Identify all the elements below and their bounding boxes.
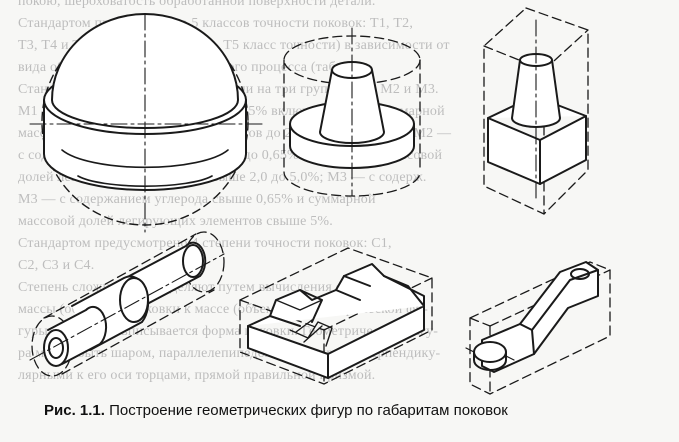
figure-caption: Рис. 1.1. Построение геометрических фигу… — [44, 402, 508, 419]
background-text-line: лярными к его оси торцами, прямой правил… — [18, 368, 376, 383]
figure-drawings — [29, 7, 611, 395]
sphere-forging — [29, 13, 263, 233]
background-text-line: М3 — с содержанием углерода свыше 0,65% … — [18, 192, 376, 207]
background-text-line: С2, С3 и С4. — [18, 258, 95, 273]
prism-forging — [483, 7, 589, 215]
die-block-forging — [239, 247, 433, 385]
lever-forging — [465, 261, 611, 395]
figure-caption-text: Построение геометрических фигур по габар… — [109, 402, 508, 419]
figure-label: Рис. 1.1. — [44, 402, 105, 419]
background-text-line: массовой долей легирующих элементов свыш… — [18, 214, 333, 229]
background-text-line: покою, шероховатость обработанной поверх… — [18, 0, 376, 9]
stepped-shaft-forging — [29, 231, 225, 377]
background-text-line: Стандартом предусмотрено 4 степени точно… — [18, 236, 392, 251]
cylinder-forging — [283, 27, 421, 197]
